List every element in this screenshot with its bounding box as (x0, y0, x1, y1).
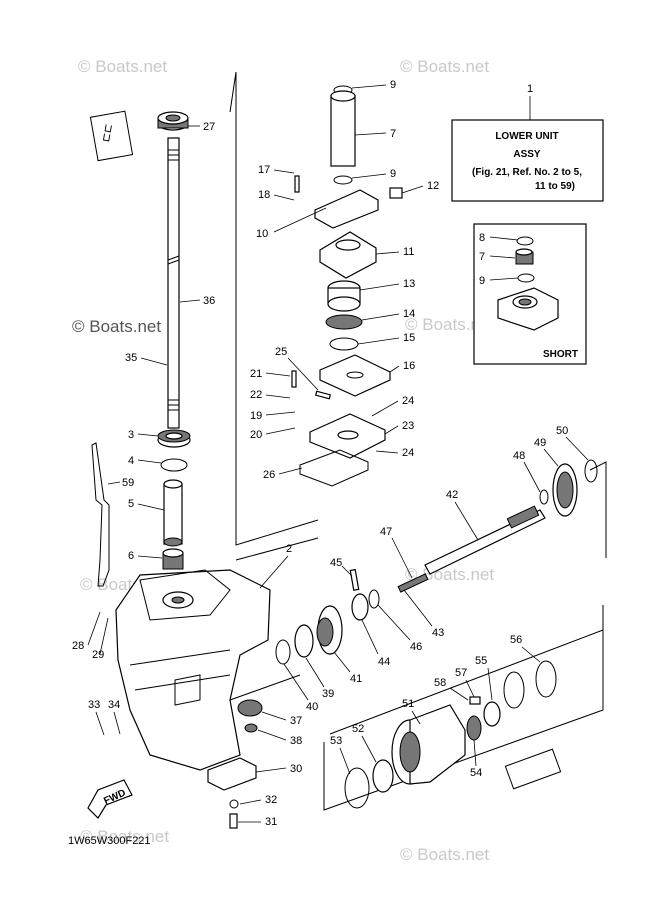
callout-number: 2 (286, 543, 292, 555)
callout-number: 29 (92, 649, 104, 661)
callout-number: 43 (432, 627, 444, 639)
callout-number: 15 (403, 332, 415, 344)
callout-number: 59 (122, 477, 134, 489)
watermark-group: © Boats.net © Boats.net © Boats.net © Bo… (72, 57, 494, 864)
assy-subtitle: ASSY (513, 149, 541, 160)
callout-number: 49 (534, 437, 546, 449)
callout-number: 9 (479, 275, 485, 287)
callout-number: 39 (322, 688, 334, 700)
callout-number: 44 (378, 656, 390, 668)
callout-number: 18 (258, 189, 270, 201)
callout-number: 27 (203, 121, 215, 133)
watermark: © Boats.net (400, 57, 489, 76)
short-kit-box: 8 7 9 SHORT (473, 223, 587, 365)
callout-number: 9 (390, 168, 396, 180)
callout-number: 50 (556, 425, 568, 437)
callout-number: 17 (258, 164, 270, 176)
drive-shaft: ⊏⊏ (89, 110, 189, 429)
assy-ref-line: (Fig. 21, Ref. No. 2 to 5, (472, 167, 582, 178)
callout-number: 46 (410, 641, 422, 653)
callout-number: 6 (128, 550, 134, 562)
callout-number: 30 (290, 763, 302, 775)
callout-number: 7 (390, 128, 396, 140)
callout-number: 37 (290, 715, 302, 727)
callout-number: 42 (446, 489, 458, 501)
callout-number: 47 (380, 526, 392, 538)
shift-rod (91, 442, 110, 587)
short-label: SHORT (543, 349, 578, 360)
callout-number: 55 (475, 655, 487, 667)
watermark: © Boats.net (72, 317, 161, 336)
watermark: © Boats.net (80, 827, 169, 846)
callout-number: 56 (510, 634, 522, 646)
callout-number: 24 (402, 395, 414, 407)
callout-number: 19 (250, 410, 262, 422)
callout-number: 54 (470, 767, 482, 779)
callout-number: 14 (403, 308, 415, 320)
callout-number: 32 (265, 794, 277, 806)
water-pump-parts (291, 85, 403, 487)
callout-number: 24 (402, 447, 414, 459)
callout-number: 4 (128, 455, 134, 467)
assy-title: LOWER UNIT (495, 131, 558, 142)
callout-number: 5 (128, 498, 134, 510)
callout-number: 11 (403, 246, 414, 258)
callout-number: 58 (434, 677, 446, 689)
callout-number: 3 (128, 429, 134, 441)
callout-number: 38 (290, 735, 302, 747)
callout-number: 22 (250, 389, 262, 401)
callout-number: 21 (250, 368, 262, 380)
callout-number: 7 (479, 251, 485, 263)
callout-number: 45 (330, 557, 342, 569)
callout-number: 35 (125, 352, 137, 364)
callout-number: 12 (427, 180, 439, 192)
callout-number: 16 (403, 360, 415, 372)
shaft-lower-parts (157, 429, 191, 570)
watermark: © Boats.net (78, 57, 167, 76)
callout-number: 52 (352, 723, 364, 735)
callout-number: 13 (403, 278, 415, 290)
callout-number: 28 (72, 640, 84, 652)
callout-number: 31 (265, 816, 277, 828)
callout-number: 8 (479, 232, 485, 244)
callout-number: 9 (390, 79, 396, 91)
lower-unit-assy-box: 1 LOWER UNIT ASSY (Fig. 21, Ref. No. 2 t… (451, 83, 604, 202)
callout-number: 57 (455, 667, 467, 679)
fwd-arrow: FWD (87, 779, 133, 819)
callout-number: 41 (350, 673, 362, 685)
diagram-code: 1W65W300F221 (68, 835, 151, 847)
svg-text:⊏⊏: ⊏⊏ (100, 123, 115, 143)
watermark: © Boats.net (405, 315, 494, 334)
callout-number: 10 (256, 228, 268, 240)
callout-number: 51 (402, 698, 414, 710)
callout-number: 25 (275, 346, 287, 358)
callout-number: 26 (263, 469, 275, 481)
watermark: © Boats.net (400, 845, 489, 864)
callout-number: 48 (513, 450, 525, 462)
callout-number: 1 (527, 83, 533, 95)
lower-casing (115, 569, 271, 771)
assy-ref-line: 11 to 59) (535, 181, 575, 192)
callout-number: 34 (108, 699, 120, 711)
callout-number: 33 (88, 699, 100, 711)
propeller-housing (344, 660, 562, 809)
callout-number: 53 (330, 735, 342, 747)
callout-number: 20 (250, 429, 262, 441)
callout-number: 40 (306, 701, 318, 713)
callout-number: 36 (203, 295, 215, 307)
callouts: 9 7 9 17 18 10 12 11 13 14 15 16 21 22 1… (72, 79, 589, 828)
propeller-shaft-gears (207, 459, 598, 829)
callout-number: 23 (402, 420, 414, 432)
